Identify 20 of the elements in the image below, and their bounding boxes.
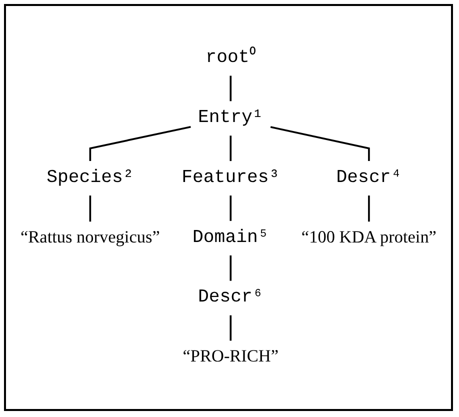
connector [89, 195, 92, 222]
node-text: Descr⁴ [336, 167, 402, 188]
node-text: “100 KDA protein” [301, 228, 436, 247]
node-text: “PRO-RICH” [182, 347, 279, 366]
connector [230, 76, 232, 102]
connector [89, 126, 191, 161]
connector [230, 255, 232, 281]
connector [230, 136, 232, 161]
connector [270, 126, 370, 161]
node-text: Domain⁵ [192, 227, 269, 248]
connector [230, 315, 232, 341]
node-text: Features³ [182, 167, 280, 188]
node-text: Descr⁶ [198, 287, 264, 308]
connector [368, 195, 370, 222]
connector [230, 195, 232, 221]
node-text: Species² [46, 167, 134, 188]
diagram-frame: root⁰ Entry¹ Species² Features³ Descr⁴ “Rattus norvegicus” Domain⁵ “100 KDA protein” Descr⁶ “PRO-RICH” [4, 4, 453, 411]
node-text: root⁰ [206, 48, 256, 68]
node-text: “Rattus norvegicus” [20, 228, 160, 247]
node-text: Entry¹ [198, 107, 264, 128]
